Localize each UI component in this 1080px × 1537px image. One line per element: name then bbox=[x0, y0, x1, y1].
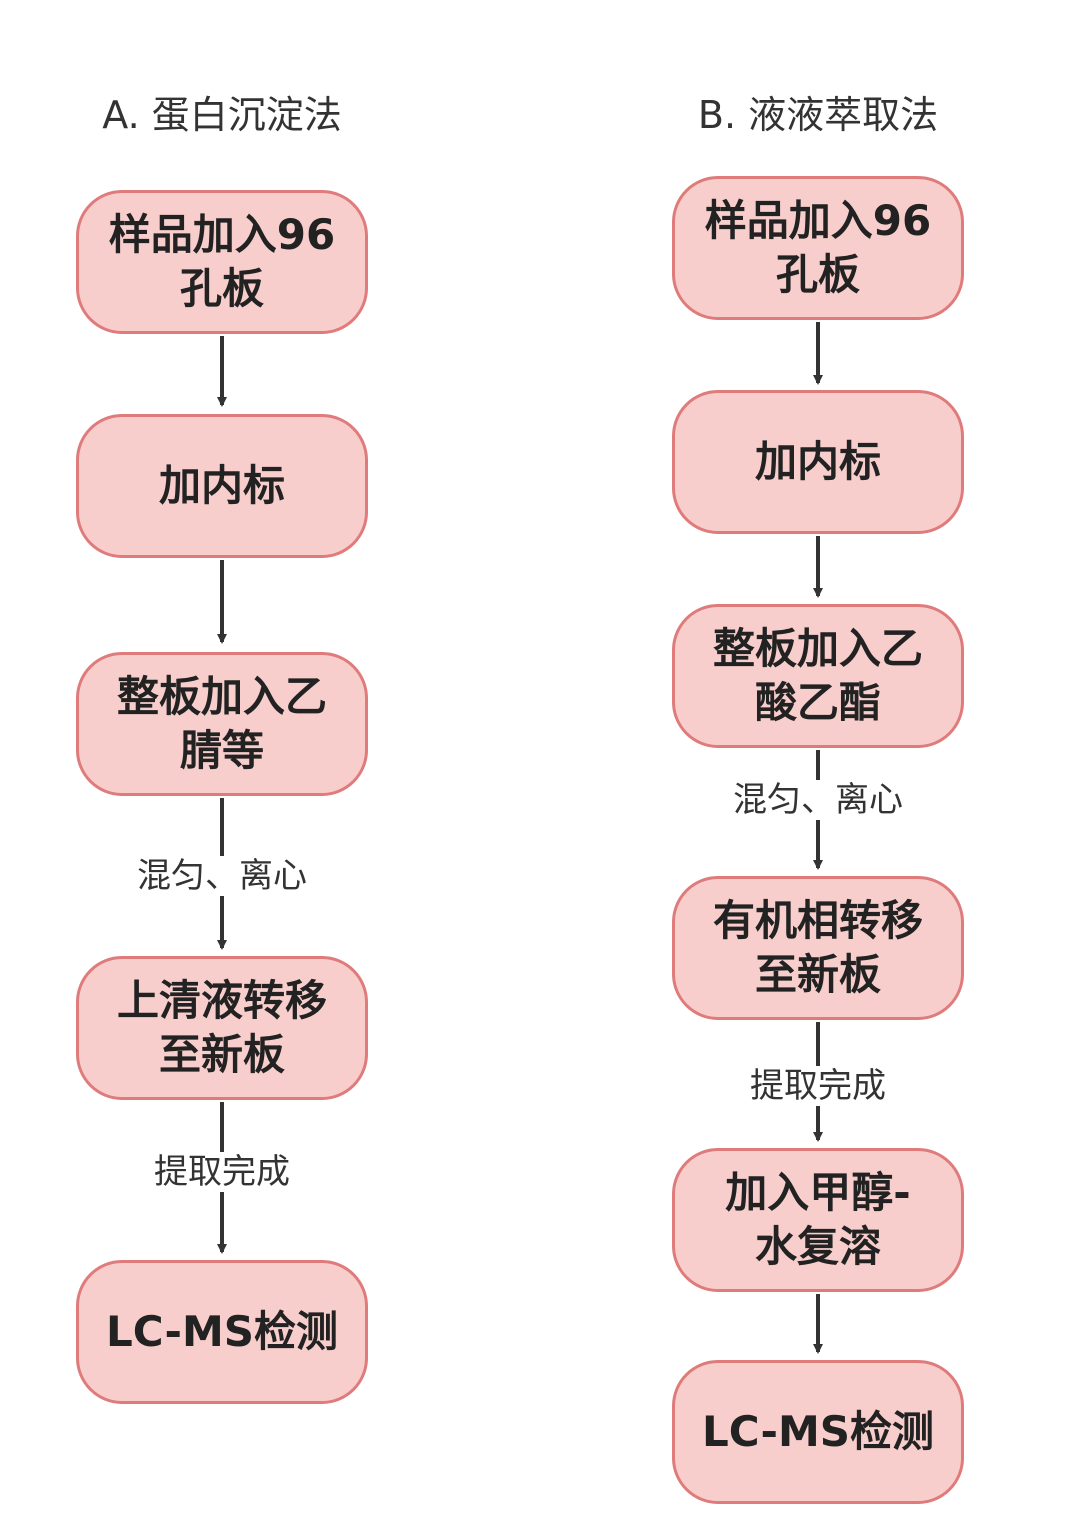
node-label: 样品加入96 孔板 bbox=[704, 196, 932, 299]
node-label: LC-MS检测 bbox=[105, 1307, 339, 1356]
node-label: 整板加入乙 腈等 bbox=[116, 672, 327, 775]
node-label: LC-MS检测 bbox=[701, 1407, 935, 1456]
flow-a-edge-label-mix: 混匀、离心 bbox=[133, 856, 311, 896]
node-label: 加入甲醇- 水复溶 bbox=[725, 1168, 911, 1271]
flow-a-node-2: 加内标 bbox=[76, 414, 368, 558]
flow-b-edge-label-extract: 提取完成 bbox=[746, 1066, 890, 1106]
flow-a-edge-label-extract: 提取完成 bbox=[150, 1152, 294, 1192]
flow-b-title: B. 液液萃取法 bbox=[697, 93, 939, 137]
flow-a-node-3: 整板加入乙 腈等 bbox=[76, 652, 368, 796]
node-label: 上清液转移 至新板 bbox=[116, 976, 327, 1079]
flow-b-node-4: 有机相转移 至新板 bbox=[672, 876, 964, 1020]
flow-a-title: A. 蛋白沉淀法 bbox=[102, 93, 342, 137]
flow-b-node-5: 加入甲醇- 水复溶 bbox=[672, 1148, 964, 1292]
flow-a-node-5: LC-MS检测 bbox=[76, 1260, 368, 1404]
flow-b-edge-label-mix: 混匀、离心 bbox=[729, 780, 907, 820]
flow-a-node-4: 上清液转移 至新板 bbox=[76, 956, 368, 1100]
node-label: 加内标 bbox=[158, 461, 285, 510]
flow-a-node-1: 样品加入96 孔板 bbox=[76, 190, 368, 334]
node-label: 整板加入乙 酸乙酯 bbox=[712, 624, 923, 727]
flow-b-node-2: 加内标 bbox=[672, 390, 964, 534]
node-label: 有机相转移 至新板 bbox=[712, 896, 923, 999]
flow-b-node-6: LC-MS检测 bbox=[672, 1360, 964, 1504]
flow-b-node-1: 样品加入96 孔板 bbox=[672, 176, 964, 320]
node-label: 加内标 bbox=[754, 437, 881, 486]
flow-b-node-3: 整板加入乙 酸乙酯 bbox=[672, 604, 964, 748]
node-label: 样品加入96 孔板 bbox=[108, 210, 336, 313]
